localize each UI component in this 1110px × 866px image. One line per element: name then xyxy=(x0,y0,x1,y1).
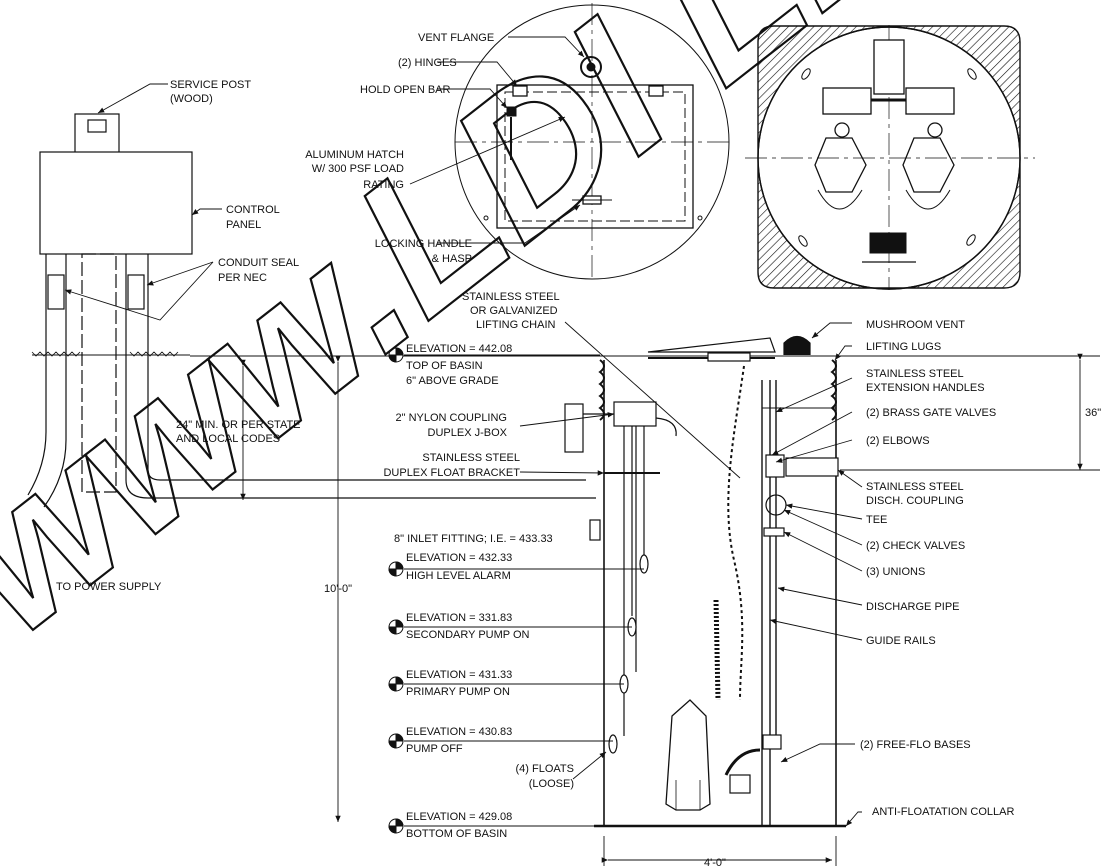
locking-handle-label-1: LOCKING HANDLE xyxy=(375,238,472,250)
elevation-bottom-value: ELEVATION = 429.08 xyxy=(406,811,512,823)
depth-note-label-2: AND LOCAL CODES xyxy=(176,433,280,445)
tee-label: TEE xyxy=(866,514,887,526)
elevation-primary-value: ELEVATION = 431.33 xyxy=(406,669,512,681)
elevation-secondary-desc: SECONDARY PUMP ON xyxy=(406,629,530,641)
elevation-primary-desc: PRIMARY PUMP ON xyxy=(406,686,510,698)
locking-handle-label-2: & HASP xyxy=(432,253,472,265)
lifting-lugs-label: LIFTING LUGS xyxy=(866,341,941,353)
control-panel-label-1: CONTROL xyxy=(226,204,280,216)
elevation-alarm-value: ELEVATION = 432.33 xyxy=(406,552,512,564)
elevation-off-desc: PUMP OFF xyxy=(406,743,463,755)
basin-section xyxy=(564,335,846,828)
elbows-label: (2) ELBOWS xyxy=(866,435,930,447)
service-post-label-1: SERVICE POST xyxy=(170,79,251,91)
right-callouts: MUSHROOM VENT LIFTING LUGS STAINLESS STE… xyxy=(860,319,1014,818)
elevation-off-value: ELEVATION = 430.83 xyxy=(406,726,512,738)
discharge-pipe-label: DISCHARGE PIPE xyxy=(866,601,960,613)
power-supply-label: TO POWER SUPPLY xyxy=(56,581,162,593)
floats-label-2: (LOOSE) xyxy=(529,778,574,790)
coupling-label-1: 2" NYLON COUPLING xyxy=(396,412,508,424)
anti-floatation-collar-label: ANTI-FLOATATION COLLAR xyxy=(872,806,1014,818)
disch-coupling-label-2: DISCH. COUPLING xyxy=(866,495,964,507)
aluminum-hatch-label-3: RATING xyxy=(363,179,404,191)
mushroom-vent-label: MUSHROOM VENT xyxy=(866,319,965,331)
disch-coupling-label-1: STAINLESS STEEL xyxy=(866,481,964,493)
check-valves-label: (2) CHECK VALVES xyxy=(866,540,965,552)
elevation-alarm-desc: HIGH LEVEL ALARM xyxy=(406,570,511,582)
lifting-chain-label-2: OR GALVANIZED xyxy=(470,305,558,317)
right-dimension: 36" xyxy=(1085,407,1101,419)
hinges-label: (2) HINGES xyxy=(398,57,457,69)
lifting-chain-label-3: LIFTING CHAIN xyxy=(476,319,556,331)
guide-rails-label: GUIDE RAILS xyxy=(866,635,936,647)
elevation-top-desc-1: TOP OF BASIN xyxy=(406,360,483,372)
elevation-top-value: ELEVATION = 442.08 xyxy=(406,343,512,355)
service-labels: SERVICE POST (WOOD) CONTROL PANEL CONDUI… xyxy=(56,79,301,593)
basin-plan-view xyxy=(745,25,1035,290)
control-panel-label-2: PANEL xyxy=(226,219,261,231)
service-post-label-2: (WOOD) xyxy=(170,93,213,105)
control-panel-assembly xyxy=(27,113,1100,508)
elevation-bottom-desc: BOTTOM OF BASIN xyxy=(406,828,507,840)
extension-handles-label-2: EXTENSION HANDLES xyxy=(866,382,985,394)
height-dimension: 10'-0" xyxy=(324,583,352,595)
lifting-chain-label-1: STAINLESS STEEL xyxy=(462,291,560,303)
hold-open-bar-label: HOLD OPEN BAR xyxy=(360,84,451,96)
floats-label-1: (4) FLOATS xyxy=(516,763,574,775)
unions-label: (3) UNIONS xyxy=(866,566,925,578)
elevation-top-desc-2: 6" ABOVE GRADE xyxy=(406,375,499,387)
extension-handles-label-1: STAINLESS STEEL xyxy=(866,368,964,380)
inlet-label: 8" INLET FITTING; I.E. = 433.33 xyxy=(394,533,553,545)
depth-note-label-1: 24" MIN. OR PER STATE xyxy=(176,419,301,431)
float-bracket-label-1: STAINLESS STEEL xyxy=(422,452,520,464)
aluminum-hatch-label-1: ALUMINUM HATCH xyxy=(305,149,404,161)
plan-labels: VENT FLANGE (2) HINGES HOLD OPEN BAR ALU… xyxy=(305,32,494,265)
coupling-label-2: DUPLEX J-BOX xyxy=(428,427,508,439)
hatch-plan-view xyxy=(454,3,730,282)
conduit-seal-label-1: CONDUIT SEAL xyxy=(218,257,299,269)
elevation-secondary-value: ELEVATION = 331.83 xyxy=(406,612,512,624)
conduit-seal-label-2: PER NEC xyxy=(218,272,267,284)
section-labels: STAINLESS STEEL OR GALVANIZED LIFTING CH… xyxy=(324,291,1101,866)
width-dimension: 4'-0" xyxy=(704,857,726,866)
elevation-markers xyxy=(388,347,644,834)
dimension-lines xyxy=(240,353,1100,866)
float-bracket-label-2: DUPLEX FLOAT BRACKET xyxy=(383,467,520,479)
gate-valves-label: (2) BRASS GATE VALVES xyxy=(866,407,996,419)
leader-lines xyxy=(64,36,863,827)
elevation-labels: ELEVATION = 442.08 TOP OF BASIN 6" ABOVE… xyxy=(406,343,530,840)
vent-flange-label: VENT FLANGE xyxy=(418,32,494,44)
free-flo-bases-label: (2) FREE-FLO BASES xyxy=(860,739,971,751)
aluminum-hatch-label-2: W/ 300 PSF LOAD xyxy=(312,163,404,175)
